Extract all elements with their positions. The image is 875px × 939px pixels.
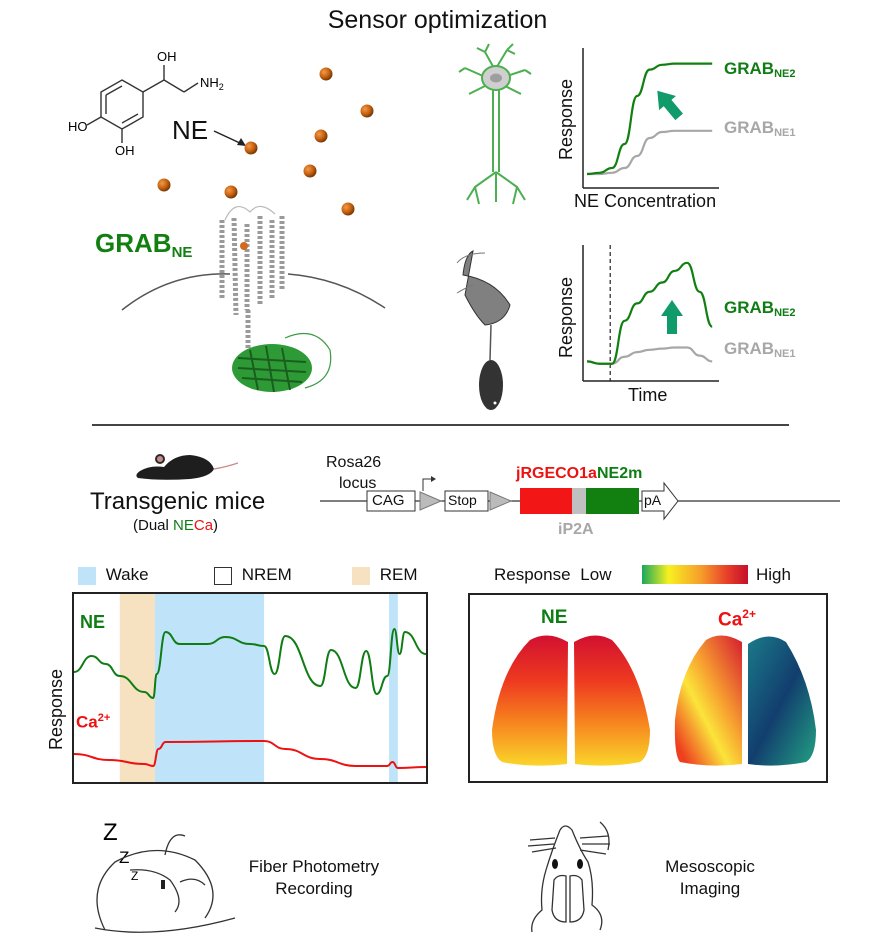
ne-left-hemisphere (492, 635, 568, 766)
oh-top-label: OH (157, 49, 177, 64)
oh-bottom-label: OH (115, 143, 135, 158)
ne-pointer-arrow (213, 130, 246, 146)
chart1-legend-ne1: GRABNE1 (724, 118, 796, 139)
figure-title: Sensor optimization (327, 6, 548, 34)
state-band-wake (389, 594, 398, 782)
pa-label: pA (644, 492, 662, 508)
ne-bead (244, 141, 258, 155)
rosa26-locus-label: Rosa26 locus (326, 454, 382, 492)
series-line-grab-ne1 (586, 346, 713, 365)
ne-bead (314, 129, 328, 143)
norepinephrine-structure: OH NH2 HO OH (68, 49, 224, 158)
nh2-sub: 2 (219, 82, 224, 92)
genetic-construct (320, 476, 840, 521)
black-mouse-icon (136, 454, 239, 480)
gpcr-helices (219, 216, 285, 360)
series-line-ca (74, 739, 426, 770)
chart3-ylabel: Response (46, 668, 66, 750)
colorbar-high-label: High (756, 565, 791, 584)
ne2m-label: NE2m (597, 465, 643, 482)
ne-label: NE (172, 115, 209, 145)
zzz-icon: Z (103, 819, 118, 846)
loxp-site (419, 491, 443, 511)
mesoscopic-imaging-label: Mesoscopic Imaging (665, 857, 755, 898)
chart1-ylabel: Response (556, 78, 576, 160)
ca-map-label: Ca2+ (718, 607, 756, 631)
ne-bead (157, 178, 171, 192)
improvement-arrow-icon (661, 300, 683, 334)
ne-trace-label: NE (80, 612, 106, 632)
tail-suspension-illustration (456, 250, 511, 410)
loxp-site (489, 491, 513, 511)
ne-bead (224, 185, 238, 199)
state-band-rem (119, 594, 155, 782)
stop-box (444, 490, 489, 512)
svg-text:Z: Z (131, 869, 138, 883)
ne-bead (303, 164, 317, 178)
ca-trace-label: Ca2+ (76, 712, 111, 732)
ip2a-label: iP2A (558, 521, 594, 538)
svg-text:NH2: NH2 (200, 75, 224, 92)
ne-bead (341, 202, 355, 216)
cag-promoter-box (366, 490, 416, 512)
cag-label: CAG (372, 492, 405, 509)
brain-maps (492, 635, 816, 766)
ne-bead (319, 67, 333, 81)
mesoscopic-map-panel (468, 593, 828, 783)
head-fixed-mouse-illustration (527, 821, 610, 933)
pa-arrow (641, 481, 679, 521)
series-line-grab-ne2 (586, 261, 713, 365)
legend-wake: Wake (78, 565, 149, 585)
chart2-ylabel: Response (556, 276, 576, 358)
series-line-grab-ne2 (586, 62, 713, 176)
series-line-ne (74, 627, 426, 700)
legend-nrem: NREM (214, 565, 292, 585)
chart1-legend-ne2: GRABNE2 (724, 59, 796, 80)
improvement-arrow-icon (657, 90, 683, 121)
section-divider (92, 424, 789, 426)
nrem-swatch (214, 566, 232, 585)
stop-label: Stop (448, 492, 477, 508)
ne2m-block (586, 488, 639, 514)
chart2-xlabel: Time (628, 385, 668, 405)
jrgeco1a-block (520, 488, 572, 514)
fiber-photometry-label: Fiber Photometry Recording (248, 857, 380, 898)
sleep-photometry-chart (72, 592, 428, 784)
ne-bead (360, 104, 374, 118)
ca-right-hemisphere (748, 636, 816, 766)
rem-swatch (352, 566, 370, 585)
ne-map-label: NE (541, 607, 568, 628)
chart1-xlabel: NE Concentration (574, 191, 717, 211)
sleeping-mouse-illustration: Z Z Z (94, 819, 236, 933)
series-line-grab-ne1 (587, 129, 713, 176)
time-course-chart (582, 245, 719, 382)
ne-right-hemisphere (574, 635, 650, 766)
jrgeco1a-label: jRGECO1a (516, 465, 597, 482)
sensor-protein-illustration (121, 205, 386, 393)
wake-swatch (78, 566, 96, 585)
ca-left-hemisphere (674, 635, 742, 766)
chart2-legend-ne1: GRABNE1 (724, 339, 796, 360)
gfp-barrel (232, 332, 332, 393)
legend-rem: REM (352, 565, 418, 585)
cell-membrane (121, 273, 386, 311)
grab-ne-label: GRABNE (95, 228, 193, 261)
transgenic-mice-title: Transgenic mice (90, 488, 266, 515)
ho-left-label: HO (68, 119, 88, 134)
ip2a-block (572, 488, 586, 514)
colorbar-label: Response Low (494, 565, 612, 584)
neuron-icon (458, 43, 532, 205)
dose-response-chart (582, 48, 719, 189)
chart2-legend-ne2: GRABNE2 (724, 298, 796, 319)
colorbar (642, 565, 748, 584)
ne-molecules (157, 67, 374, 216)
dual-neca-label: (Dual NECa) (133, 517, 219, 534)
nh2-label: NH (200, 75, 219, 90)
state-band-wake (154, 594, 265, 782)
